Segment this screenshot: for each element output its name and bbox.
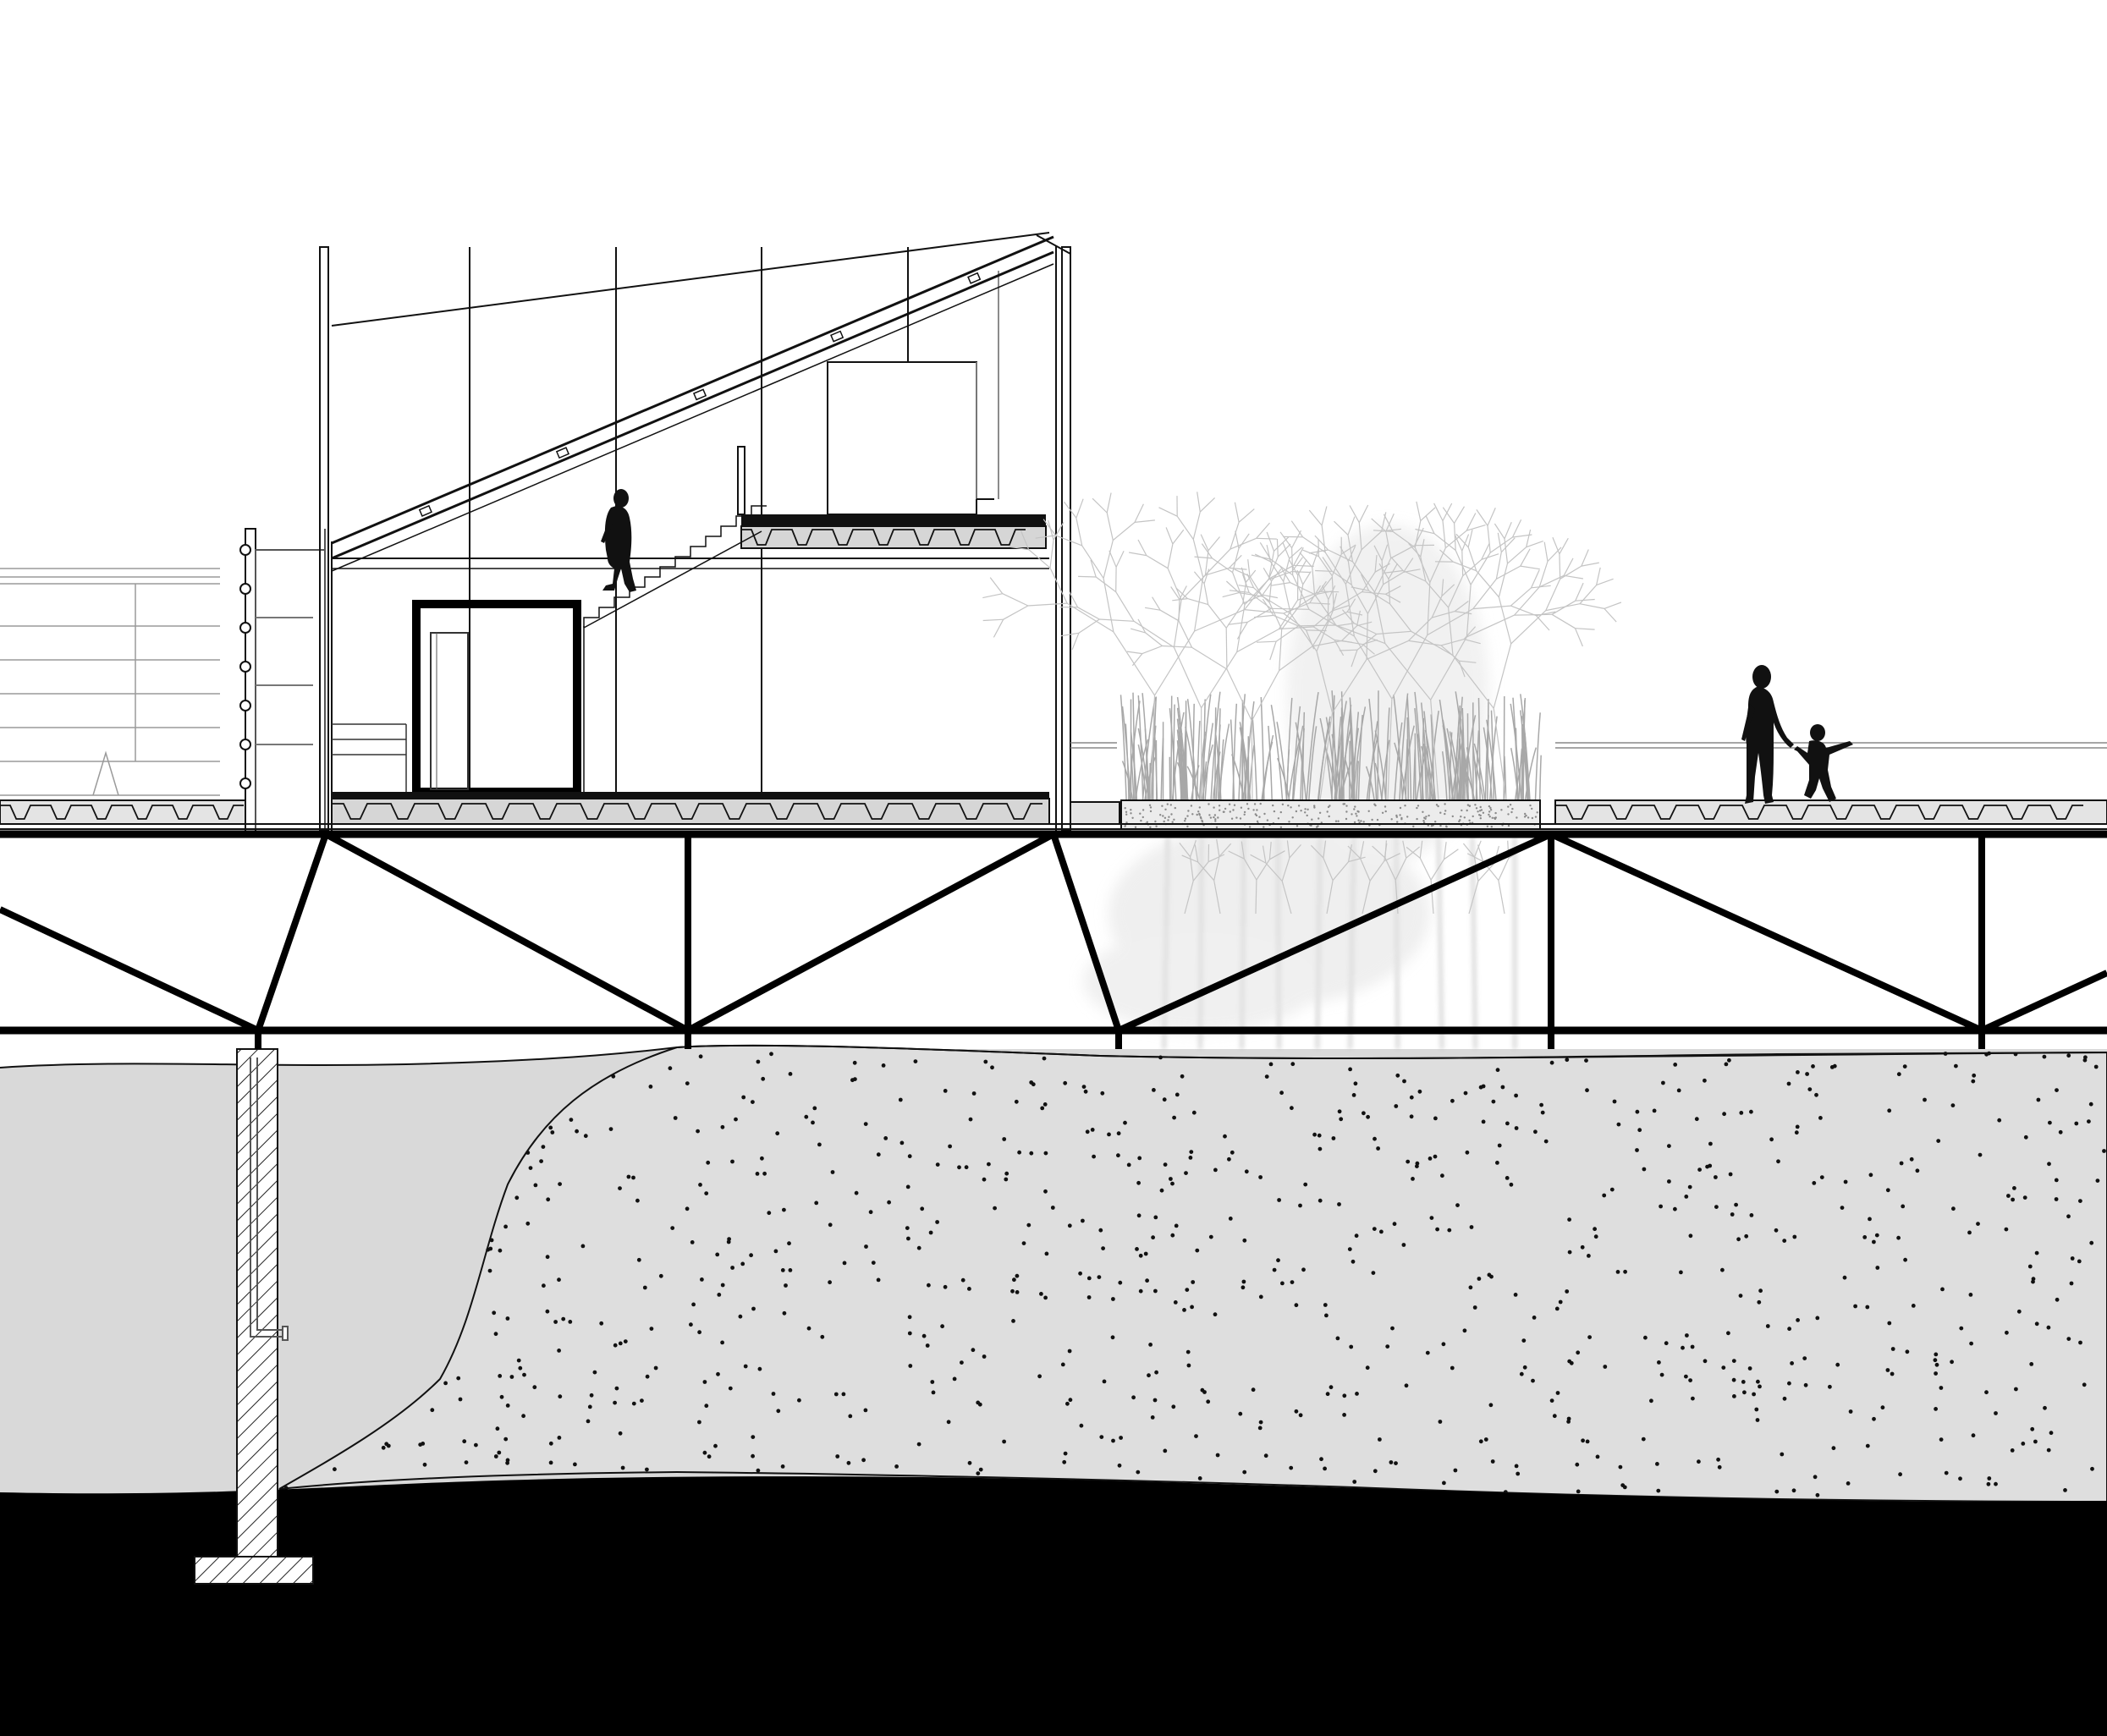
deck-railings: [1070, 742, 2107, 749]
sand-dots: [283, 1051, 2106, 1497]
adult-silhouette: [1741, 665, 1794, 804]
pile-foundation: [194, 1048, 314, 1585]
bed-grass: [1120, 690, 1542, 801]
deck-corrugation: [0, 803, 2083, 820]
upper-room: [737, 361, 994, 515]
adjacent-building: [0, 568, 220, 796]
deck-slab: [0, 792, 2107, 830]
truss-bridge: [0, 830, 2107, 1049]
bolts: [239, 544, 251, 789]
child-silhouette: [1794, 724, 1853, 802]
ground-surface-line: [0, 1044, 2107, 1069]
person-on-stairs-silhouette: [601, 489, 636, 592]
bedrock-layer: [0, 1476, 2107, 1736]
mezzanine-deck: [740, 514, 1047, 549]
pedestrian-silhouettes: [1741, 665, 1853, 804]
mezzanine-corrugation: [741, 529, 1026, 546]
entry-steps: [332, 723, 407, 792]
bed-shrubs: [982, 492, 1622, 915]
ground-strata: [0, 1044, 2107, 1736]
interior-stair: [583, 505, 767, 812]
sloped-glazed-roof: [418, 272, 982, 517]
